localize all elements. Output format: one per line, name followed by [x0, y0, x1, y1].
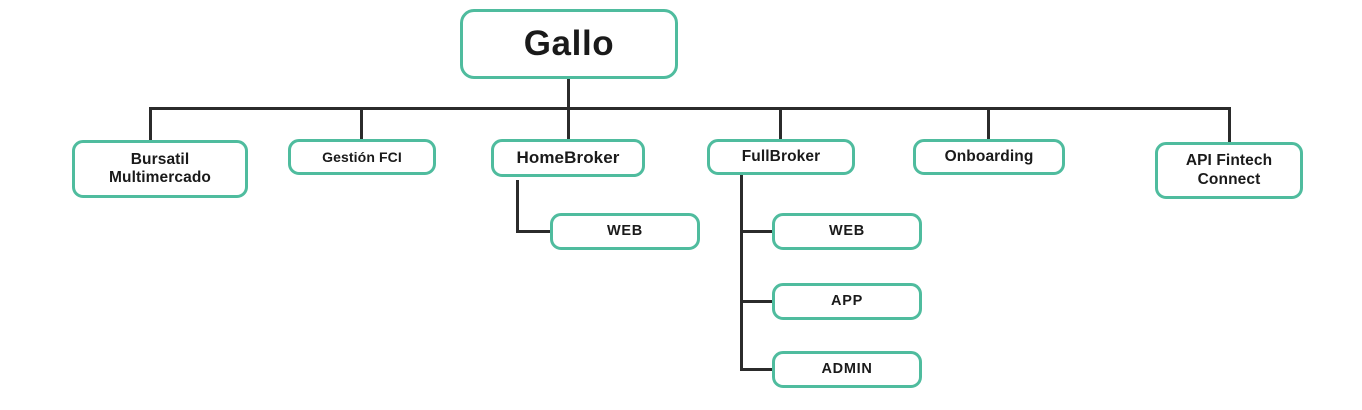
connector-fullbroker-admin-branch	[740, 368, 774, 371]
node-api-fintech-connect[interactable]: API Fintech Connect	[1155, 142, 1303, 199]
connector-root-stem	[567, 79, 570, 110]
node-gestion-fci[interactable]: Gestión FCI	[288, 139, 436, 175]
node-fullbroker[interactable]: FullBroker	[707, 139, 855, 175]
node-fullbroker-app-label: APP	[831, 292, 863, 309]
connector-drop-homebroker	[567, 107, 570, 140]
connector-fullbroker-spine	[740, 174, 743, 371]
node-fullbroker-label: FullBroker	[741, 147, 821, 165]
node-fullbroker-admin-label: ADMIN	[821, 360, 873, 377]
connector-main-trunk	[149, 107, 1231, 110]
connector-homebroker-spine	[516, 180, 519, 232]
node-homebroker-label: HomeBroker	[516, 147, 620, 167]
node-homebroker[interactable]: HomeBroker	[491, 139, 645, 177]
node-onboarding[interactable]: Onboarding	[913, 139, 1065, 175]
connector-homebroker-web-branch	[516, 230, 552, 233]
node-fullbroker-web-label: WEB	[829, 222, 865, 239]
connector-drop-bursatil	[149, 107, 152, 142]
node-gallo[interactable]: Gallo	[460, 9, 678, 79]
node-homebroker-web[interactable]: WEB	[550, 213, 700, 250]
node-homebroker-web-label: WEB	[607, 222, 643, 239]
node-gallo-label: Gallo	[523, 24, 615, 64]
node-bursatil-multimercado[interactable]: Bursatil Multimercado	[72, 140, 248, 198]
node-api-fintech-connect-label: API Fintech Connect	[1185, 152, 1273, 188]
connector-fullbroker-web-branch	[740, 230, 774, 233]
node-fullbroker-admin[interactable]: ADMIN	[772, 351, 922, 388]
connector-drop-fullbroker	[779, 107, 782, 140]
node-fullbroker-web[interactable]: WEB	[772, 213, 922, 250]
node-bursatil-multimercado-label: Bursatil Multimercado	[109, 150, 211, 186]
connector-drop-gestion-fci	[360, 107, 363, 140]
node-fullbroker-app[interactable]: APP	[772, 283, 922, 320]
connector-fullbroker-app-branch	[740, 300, 774, 303]
connector-drop-api-fintech	[1228, 107, 1231, 142]
connector-drop-onboarding	[987, 107, 990, 140]
node-gestion-fci-label: Gestión FCI	[322, 148, 402, 165]
node-onboarding-label: Onboarding	[944, 147, 1034, 165]
